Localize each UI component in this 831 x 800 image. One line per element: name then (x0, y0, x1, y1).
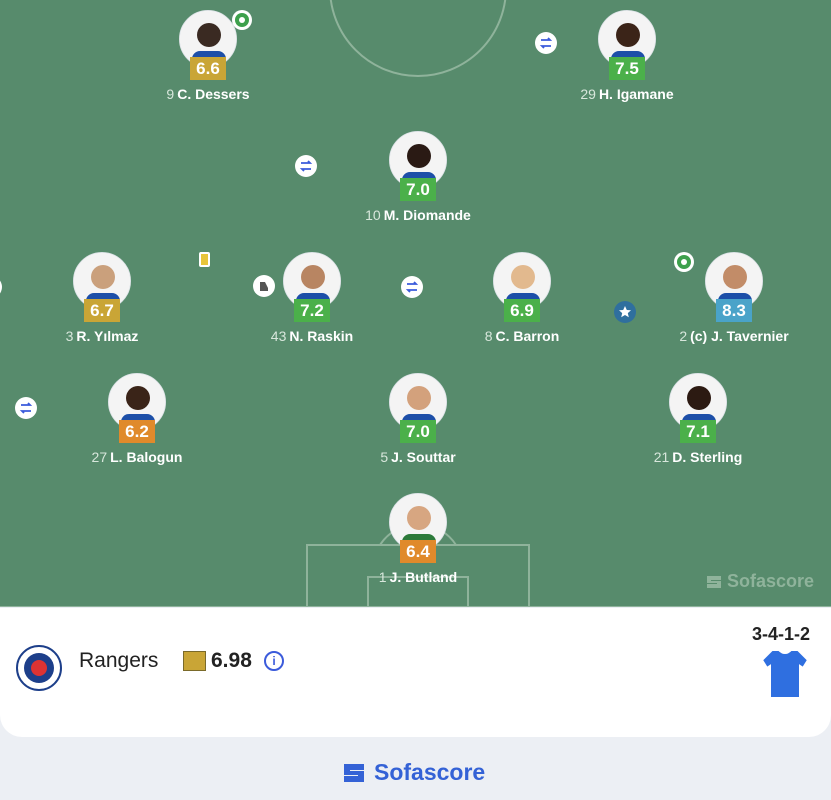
player-photo (389, 493, 447, 551)
player-photo (669, 373, 727, 431)
team-panel (0, 608, 831, 737)
boot-icon (253, 275, 275, 297)
substitution-icon (0, 276, 2, 298)
sofascore-footer-logo[interactable]: Sofascore (342, 759, 485, 786)
player-rating: 6.2 (119, 420, 155, 443)
team-rating: 6.98 (211, 649, 252, 672)
player-rating: 6.7 (84, 299, 120, 322)
goal-icon (674, 252, 694, 272)
substitution-icon (535, 32, 557, 54)
player-rating: 6.4 (400, 540, 436, 563)
player-rating: 6.9 (504, 299, 540, 322)
team-shirt-icon (760, 649, 810, 699)
player-name-row: 2(c) J. Tavernier (679, 328, 789, 344)
sofascore-logo-icon (344, 763, 364, 782)
star-icon (614, 301, 636, 323)
sofascore-logo-icon (707, 575, 721, 588)
team-name: Rangers (79, 649, 159, 672)
team-rating-color (183, 651, 206, 671)
substitution-icon (401, 276, 423, 298)
player-rating: 7.0 (400, 420, 436, 443)
player-rating: 6.6 (190, 57, 226, 80)
yellow-card-icon (199, 252, 210, 267)
formation: 3-4-1-2 (752, 624, 811, 644)
footer (0, 738, 831, 800)
goal-icon (232, 10, 252, 30)
sofascore-watermark: Sofascore (705, 571, 814, 592)
player-tavernier[interactable]: 8.3 2(c) J. Tavernier (614, 252, 814, 352)
rangers-crest-icon (16, 645, 62, 691)
player-rating: 7.1 (680, 420, 716, 443)
info-icon[interactable]: i (264, 651, 284, 671)
player-rating: 7.5 (609, 57, 645, 80)
substitution-icon (295, 155, 317, 177)
substitution-icon (15, 397, 37, 419)
player-rating: 8.3 (716, 299, 752, 322)
player-rating: 7.0 (400, 178, 436, 201)
player-photo (389, 373, 447, 431)
player-rating: 7.2 (294, 299, 330, 322)
